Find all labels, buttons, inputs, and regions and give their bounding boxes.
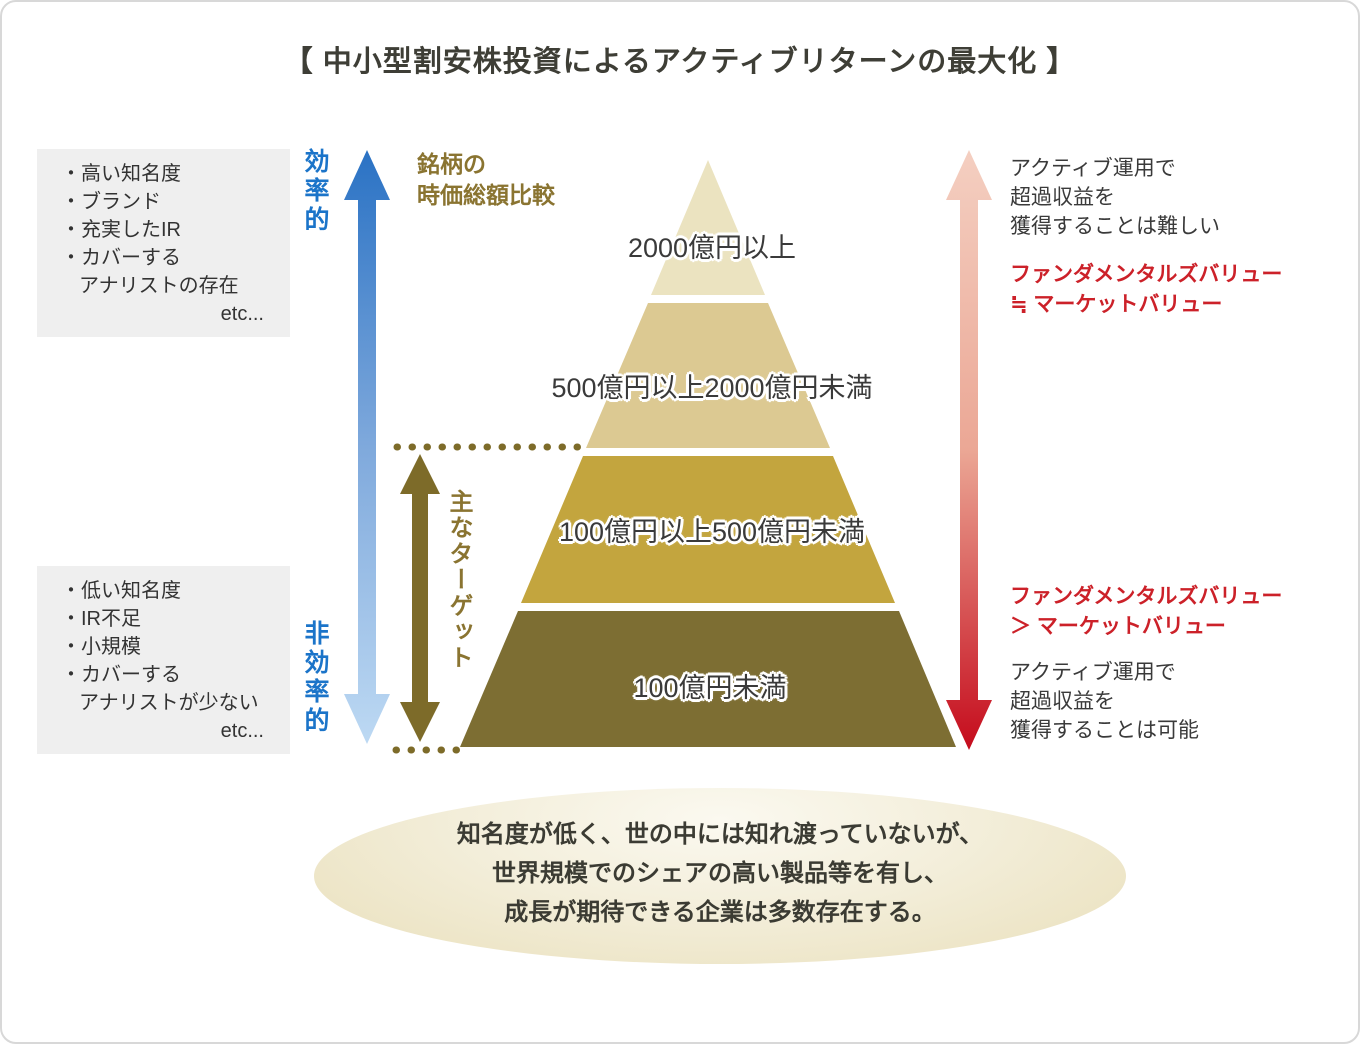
- right-note-line: ＞ マーケットバリュー: [1010, 615, 1226, 638]
- summary-line: 世界規模でのシェアの高い製品等を有し、: [492, 860, 948, 887]
- pyramid-heading: 銘柄の 時価総額比較: [417, 149, 555, 211]
- inefficient-label: 非効率的: [301, 620, 329, 736]
- note-line: アナリストの存在: [79, 275, 239, 297]
- note-line: ・充実したIR: [61, 219, 181, 241]
- efficient-traits-box: ・高い知名度 ・ブランド ・充実したIR ・カバーする アナリストの存在 etc…: [37, 149, 290, 337]
- right-note-top: アクティブ運用で 超過収益を 獲得することは難しい: [1010, 154, 1220, 241]
- right-note-line: アクティブ運用で: [1010, 157, 1176, 180]
- page-title: 【 中小型割安株投資によるアクティブリターンの最大化 】: [283, 46, 1077, 78]
- main-target-arrow: [392, 443, 584, 754]
- note-line: ・カバーする: [61, 664, 181, 686]
- summary-line: 成長が期待できる企業は多数存在する。: [504, 899, 936, 926]
- pyramid-tier-4: [460, 611, 956, 747]
- efficiency-arrow: [344, 150, 390, 744]
- note-line: ・カバーする: [61, 247, 181, 269]
- capitalization-pyramid: [460, 160, 956, 747]
- right-note-bottom: アクティブ運用で 超過収益を 獲得することは可能: [1010, 658, 1199, 745]
- pyramid-tier-3: [521, 456, 895, 603]
- note-line: ・IR不足: [61, 608, 141, 630]
- right-note-line: アクティブ運用で: [1010, 661, 1176, 684]
- market-value-arrow: [946, 150, 992, 750]
- pyramid-tier-2: [586, 303, 830, 448]
- efficient-label: 効率的: [301, 148, 329, 235]
- pyramid-tier-1: [651, 160, 765, 295]
- right-note-line: 超過収益を: [1010, 690, 1115, 713]
- right-note-line: 超過収益を: [1010, 186, 1115, 209]
- note-line: ・低い知名度: [61, 580, 181, 602]
- tier-label-500-2000: 500億円以上2000億円未満: [551, 373, 873, 403]
- note-line: アナリストが少ない: [79, 692, 259, 714]
- tier-label-over-2000: 2000億円以上: [627, 233, 797, 263]
- pyramid-heading-line1: 銘柄の: [417, 151, 486, 177]
- right-note-line: ファンダメンタルズバリュー: [1010, 263, 1283, 286]
- note-line: ・高い知名度: [61, 163, 181, 185]
- tier-label-under-100: 100億円未満: [633, 673, 787, 703]
- pyramid-heading-line2: 時価総額比較: [417, 182, 555, 208]
- right-note-bottom-red: ファンダメンタルズバリュー ＞ マーケットバリュー: [1010, 582, 1282, 642]
- summary-ellipse: 知名度が低く、世の中には知れ渡っていないが、 世界規模でのシェアの高い製品等を有…: [314, 788, 1126, 964]
- tier-label-100-500: 100億円以上500億円未満: [558, 517, 866, 547]
- note-line: ・小規模: [61, 636, 141, 658]
- right-note-line: ファンダメンタルズバリュー: [1010, 585, 1283, 608]
- right-note-line: 獲得することは難しい: [1010, 215, 1220, 238]
- inefficient-traits-box: ・低い知名度 ・IR不足 ・小規模 ・カバーする アナリストが少ない etc..…: [37, 566, 290, 754]
- right-note-line: 獲得することは可能: [1010, 719, 1199, 742]
- note-line-etc: etc...: [220, 720, 264, 742]
- note-line: ・ブランド: [61, 191, 161, 213]
- summary-line: 知名度が低く、世の中には知れ渡っていないが、: [456, 821, 984, 848]
- note-line-etc: etc...: [220, 303, 264, 325]
- main-target-label: 主なターゲット: [445, 489, 472, 671]
- right-note-top-red: ファンダメンタルズバリュー ≒ マーケットバリュー: [1010, 260, 1282, 320]
- right-note-line: ≒ マーケットバリュー: [1010, 293, 1223, 316]
